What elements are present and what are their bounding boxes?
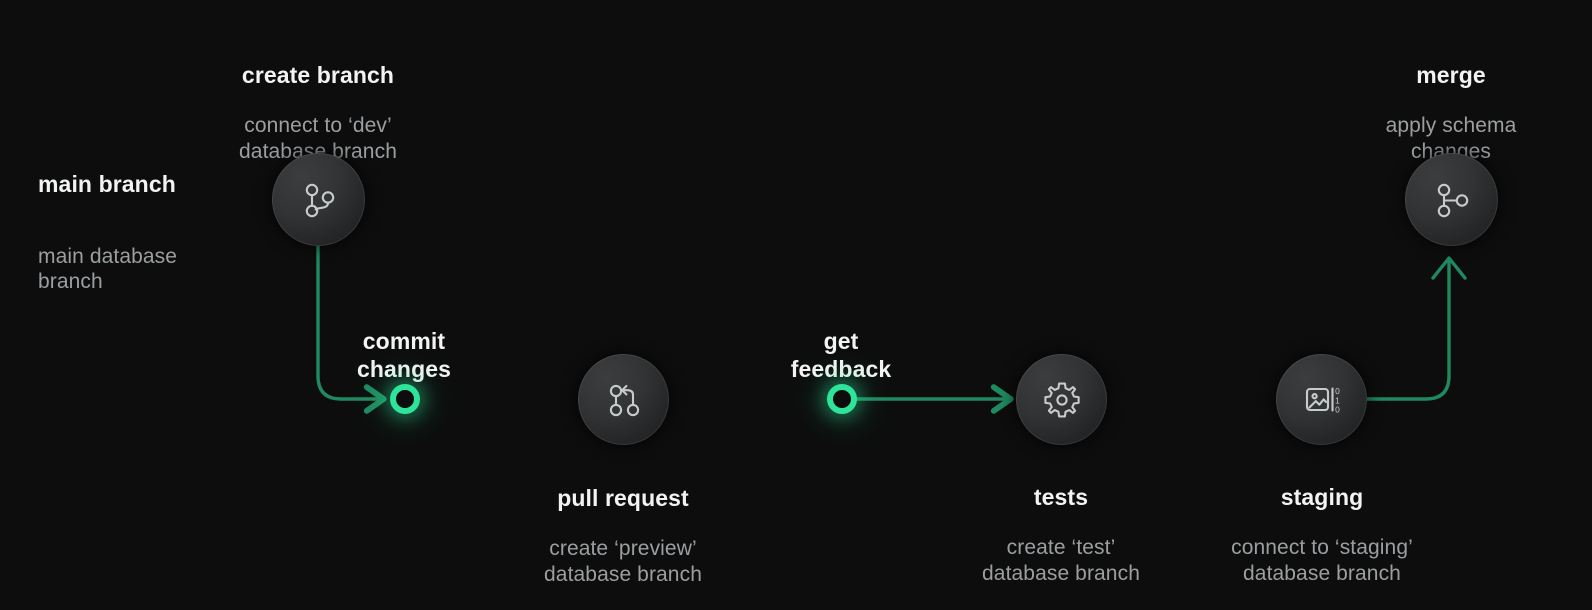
staging-title: staging bbox=[1280, 483, 1364, 510]
main-branch-title: main branch bbox=[38, 170, 176, 197]
node-create-branch[interactable] bbox=[272, 153, 365, 246]
git-branch-icon bbox=[297, 178, 341, 222]
git-merge-icon bbox=[1430, 178, 1474, 222]
node-staging[interactable]: 0 1 0 bbox=[1276, 354, 1367, 445]
main-database-branch-label: main database branch bbox=[38, 224, 177, 314]
staging-subtitle: connect to ‘staging’ database branch bbox=[1231, 536, 1413, 585]
staging-label: staging connect to ‘staging’ database br… bbox=[1231, 463, 1413, 606]
pull-request-icon bbox=[602, 378, 646, 422]
path-staging-to-merge bbox=[1364, 256, 1467, 401]
tests-title: tests bbox=[1033, 483, 1089, 510]
create-branch-subtitle: connect to ‘dev’ database branch bbox=[239, 114, 397, 163]
path-createbranch-to-commit bbox=[316, 238, 387, 414]
get-feedback-title: get feedback bbox=[790, 327, 892, 382]
gear-icon bbox=[1039, 377, 1085, 423]
pull-request-title: pull request bbox=[557, 484, 689, 511]
main-branch-label: main branch bbox=[38, 150, 176, 217]
svg-text:1: 1 bbox=[1335, 395, 1340, 405]
node-commit-changes[interactable] bbox=[390, 384, 420, 414]
pull-request-label: pull request create ‘preview’ database b… bbox=[544, 464, 702, 607]
create-branch-label: create branch connect to ‘dev’ database … bbox=[239, 41, 397, 184]
svg-text:0: 0 bbox=[1335, 404, 1340, 414]
node-pull-request[interactable] bbox=[578, 354, 669, 445]
image-binary-icon: 0 1 0 bbox=[1299, 377, 1345, 423]
node-tests[interactable] bbox=[1016, 354, 1107, 445]
pull-request-subtitle: create ‘preview’ database branch bbox=[544, 537, 702, 586]
main-database-branch-text: main database branch bbox=[38, 244, 178, 294]
merge-title: merge bbox=[1416, 61, 1486, 88]
commit-changes-label: commit changes bbox=[357, 307, 451, 402]
commit-changes-title: commit changes bbox=[356, 327, 452, 382]
svg-text:0: 0 bbox=[1335, 386, 1340, 396]
tests-label: tests create ‘test’ database branch bbox=[982, 463, 1140, 606]
get-feedback-label: get feedback bbox=[791, 307, 892, 402]
node-merge[interactable] bbox=[1405, 153, 1498, 246]
tests-subtitle: create ‘test’ database branch bbox=[982, 536, 1140, 585]
node-get-feedback[interactable] bbox=[827, 384, 857, 414]
create-branch-title: create branch bbox=[241, 61, 395, 88]
